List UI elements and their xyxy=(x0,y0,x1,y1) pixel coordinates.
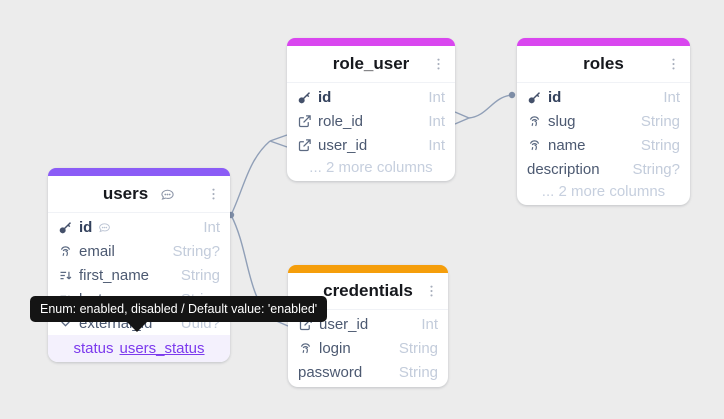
column-type: Int xyxy=(428,136,445,154)
column-row-role-id[interactable]: role_id Int xyxy=(287,109,455,133)
table-columns: user_id Int login String password String xyxy=(288,310,448,387)
comment-icon xyxy=(160,187,175,202)
fingerprint-icon xyxy=(298,341,313,356)
chevron-down-icon xyxy=(58,316,73,331)
crow-foot-role-user-right xyxy=(454,111,470,125)
column-row-login[interactable]: login String xyxy=(288,336,448,360)
column-type: String xyxy=(398,339,438,357)
kebab-menu-icon xyxy=(212,188,215,200)
key-icon xyxy=(527,90,542,105)
column-type: String? xyxy=(172,242,220,260)
column-name: description xyxy=(527,160,600,178)
kebab-menu-icon xyxy=(437,58,440,70)
column-type: Int xyxy=(421,315,438,333)
foreign-key-icon xyxy=(297,114,312,129)
tooltip-caret xyxy=(127,322,147,332)
column-name: name xyxy=(548,136,586,154)
column-name: login xyxy=(319,339,351,357)
column-row-description[interactable]: description String? xyxy=(517,157,690,181)
table-menu-button[interactable] xyxy=(429,55,448,74)
table-title: roles xyxy=(583,54,624,73)
table-menu-button[interactable] xyxy=(422,282,441,301)
edge-role-user-roles[interactable] xyxy=(468,94,513,119)
column-row-id[interactable]: id Int xyxy=(48,215,230,239)
column-name: slug xyxy=(548,112,576,130)
column-name: user_id xyxy=(318,136,368,154)
foreign-key-icon xyxy=(297,138,312,153)
table-title: role_user xyxy=(332,54,410,73)
table-card-role-user[interactable]: role_user id Int role_id Int xyxy=(287,38,455,181)
table-card-users[interactable]: users id Int xyxy=(48,168,230,362)
column-type: String xyxy=(640,136,680,154)
table-accent-bar xyxy=(288,265,448,273)
column-type: Int xyxy=(663,88,680,106)
column-name: password xyxy=(298,363,363,381)
enum-type-link[interactable]: users_status xyxy=(119,340,205,357)
column-type: String xyxy=(398,363,438,381)
enum-column-name: status xyxy=(73,340,114,357)
column-row-first-name[interactable]: first_name String xyxy=(48,263,230,287)
column-type: Int xyxy=(428,88,445,106)
table-accent-bar xyxy=(48,168,230,176)
fingerprint-icon xyxy=(58,244,73,259)
column-name: email xyxy=(79,242,115,260)
kebab-menu-icon xyxy=(430,285,433,297)
enum-tooltip: Enum: enabled, disabled / Default value:… xyxy=(30,296,328,332)
table-columns: id Int email String? first_name String xyxy=(48,213,230,362)
table-accent-bar xyxy=(517,38,690,46)
column-row-name[interactable]: name String xyxy=(517,133,690,157)
table-card-credentials[interactable]: credentials user_id Int login String xyxy=(288,265,448,387)
kebab-menu-icon xyxy=(672,58,675,70)
table-card-roles[interactable]: roles id Int slug String xyxy=(517,38,690,205)
column-name: id xyxy=(79,218,93,236)
column-name: user_id xyxy=(319,315,369,333)
column-row-id[interactable]: id Int xyxy=(517,85,690,109)
column-name: id xyxy=(548,88,562,106)
column-row-user-id[interactable]: user_id Int xyxy=(287,133,455,157)
column-row-id[interactable]: id Int xyxy=(287,85,455,109)
table-header-users[interactable]: users xyxy=(48,176,230,213)
table-title: users xyxy=(102,184,149,203)
column-name: role_id xyxy=(318,112,364,130)
one-end-dot-roles xyxy=(508,91,516,99)
table-header-role-user[interactable]: role_user xyxy=(287,46,455,83)
column-type: String xyxy=(640,112,680,130)
edge-users-role-user[interactable] xyxy=(230,140,271,216)
key-icon xyxy=(297,90,312,105)
table-title: credentials xyxy=(323,281,413,300)
fingerprint-icon xyxy=(527,114,542,129)
column-type: String xyxy=(180,266,220,284)
table-columns: id Int role_id Int user_id Int ... 2 mor… xyxy=(287,83,455,181)
column-type: String? xyxy=(632,160,680,178)
table-header-roles[interactable]: roles xyxy=(517,46,690,83)
sort-descending-icon xyxy=(58,268,73,283)
more-columns-label[interactable]: ... 2 more columns xyxy=(541,183,666,200)
key-icon xyxy=(58,220,73,235)
enum-tooltip-text: Enum: enabled, disabled / Default value:… xyxy=(40,302,318,316)
comment-icon xyxy=(98,221,111,234)
column-name: id xyxy=(318,88,332,106)
column-type: Int xyxy=(428,112,445,130)
column-name: first_name xyxy=(79,266,150,284)
column-row-slug[interactable]: slug String xyxy=(517,109,690,133)
crow-foot-role-user xyxy=(269,134,288,148)
table-menu-button[interactable] xyxy=(204,185,223,204)
column-row-password[interactable]: password String xyxy=(288,360,448,384)
table-menu-button[interactable] xyxy=(664,55,683,74)
more-columns-label[interactable]: ... 2 more columns xyxy=(309,159,433,176)
column-row-email[interactable]: email String? xyxy=(48,239,230,263)
fingerprint-icon xyxy=(527,138,542,153)
column-type: Int xyxy=(203,218,220,236)
enum-column-row[interactable]: status users_status xyxy=(48,335,230,362)
table-columns: id Int slug String name String descripti… xyxy=(517,83,690,205)
table-accent-bar xyxy=(287,38,455,46)
table-header-credentials[interactable]: credentials xyxy=(288,273,448,310)
